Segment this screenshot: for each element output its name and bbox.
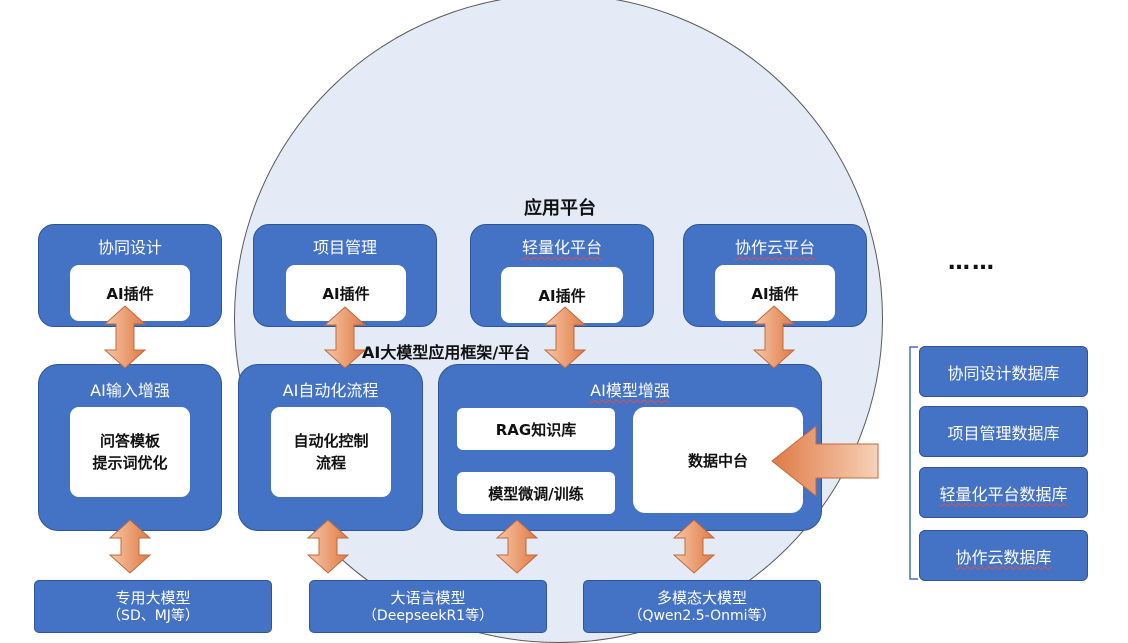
double-arrow-plugin-to-model <box>543 306 587 369</box>
model-bar-multimodal: 多模态大模型 （Qwen2.5-Onmi等） <box>583 580 821 633</box>
content-line: 问答模板 <box>99 432 160 450</box>
double-arrow-model-to-llm <box>495 519 539 574</box>
ai-automation-title: AI自动化流程 <box>282 381 379 400</box>
model-bar-specialized: 专用大模型 （SD、MJ等） <box>34 580 272 633</box>
model-bar-llm: 大语言模型 （DeepseekR1等） <box>309 580 547 633</box>
model-detail: （SD、MJ等） <box>107 608 199 624</box>
db-project-management: 项目管理数据库 <box>919 406 1088 457</box>
ai-model-enhance-title: AI模型增强 <box>590 381 670 400</box>
input-enhance-content: 问答模板 提示词优化 <box>70 407 190 497</box>
double-arrow-plugin-to-input <box>103 305 147 369</box>
model-finetune: 模型微调/训练 <box>457 472 615 514</box>
content-line: 流程 <box>315 454 346 472</box>
double-arrow-input-to-specialized <box>108 519 152 574</box>
double-arrow-cloud-to-model <box>752 305 796 369</box>
content-line: 自动化控制 <box>293 432 369 450</box>
model-name: 专用大模型 <box>115 589 191 607</box>
platform-label: 应用平台 <box>524 198 596 219</box>
ai-automation-box: AI自动化流程 自动化控制 流程 <box>238 364 423 531</box>
model-detail: （DeepseekR1等） <box>362 608 494 624</box>
db-collab-design: 协同设计数据库 <box>919 346 1088 397</box>
ai-input-enhance-box: AI输入增强 问答模板 提示词优化 <box>38 364 222 531</box>
double-arrow-model-to-multimodal <box>672 519 716 574</box>
rag-knowledge-base: RAG知识库 <box>457 408 615 450</box>
more-ellipsis: …… <box>948 250 996 275</box>
model-name: 大语言模型 <box>390 589 466 607</box>
database-bracket <box>909 346 918 580</box>
double-arrow-automation-to-llm <box>306 519 350 574</box>
app-title: 轻量化平台 <box>521 238 602 257</box>
ai-input-enhance-title: AI输入增强 <box>90 381 170 400</box>
db-collab-cloud: 协作云数据库 <box>919 530 1088 581</box>
app-title: 协同设计 <box>97 238 162 257</box>
model-detail: （Qwen2.5-Onmi等） <box>628 608 776 624</box>
app-title: 协作云平台 <box>734 238 815 257</box>
automation-content: 自动化控制 流程 <box>271 407 391 497</box>
model-name: 多模态大模型 <box>656 589 747 607</box>
arrow-databases-to-data-center <box>771 424 879 498</box>
content-line: 提示词优化 <box>92 454 168 472</box>
framework-label: AI大模型应用框架/平台 <box>362 343 531 362</box>
db-lightweight-platform: 轻量化平台数据库 <box>919 467 1088 518</box>
app-title: 项目管理 <box>312 238 377 257</box>
double-arrow-plugin-to-automation <box>323 306 367 369</box>
